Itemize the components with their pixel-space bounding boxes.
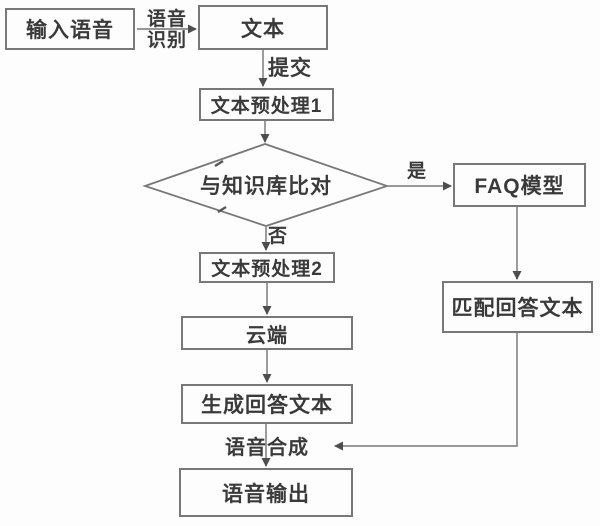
node-match-answer: 匹配回答文本 xyxy=(442,281,593,333)
node-preprocess1: 文本预处理1 xyxy=(199,88,334,121)
node-text: 文本 xyxy=(198,5,328,50)
node-generate-answer-label: 生成回答文本 xyxy=(201,394,333,417)
node-text-label: 文本 xyxy=(241,17,285,41)
node-preprocess1-label: 文本预处理1 xyxy=(210,96,323,117)
edge-label-submit: 提交 xyxy=(268,57,312,80)
node-preprocess2-label: 文本预处理2 xyxy=(211,259,323,280)
edge-label-no: 否 xyxy=(268,226,289,247)
node-match-answer-label: 匹配回答文本 xyxy=(451,297,584,320)
edge-label-speech-recognition: 语音识别 xyxy=(146,9,187,52)
diamond-edge-tick-lower xyxy=(217,205,227,214)
node-input-speech-label: 输入语音 xyxy=(26,19,114,42)
node-generate-answer: 生成回答文本 xyxy=(181,384,353,424)
node-compare-kb-label: 与知识库比对 xyxy=(200,175,332,198)
node-speech-output-label: 语音输出 xyxy=(222,482,310,506)
node-input-speech: 输入语音 xyxy=(5,8,135,50)
edge-label-speech-synthesis: 语音合成 xyxy=(225,437,309,459)
node-faq-model-label: FAQ模型 xyxy=(474,175,565,198)
node-cloud: 云端 xyxy=(181,316,353,350)
edge-match-answer-to-speech-synthesis xyxy=(334,333,518,451)
node-faq-model: FAQ模型 xyxy=(453,163,586,207)
node-cloud-label: 云端 xyxy=(246,324,288,347)
node-preprocess2: 文本预处理2 xyxy=(199,252,335,283)
node-compare-kb: 与知识库比对 xyxy=(145,144,387,226)
edge-label-yes: 是 xyxy=(407,161,428,182)
node-speech-output: 语音输出 xyxy=(179,468,353,517)
diamond-edge-tick-upper xyxy=(214,159,224,168)
